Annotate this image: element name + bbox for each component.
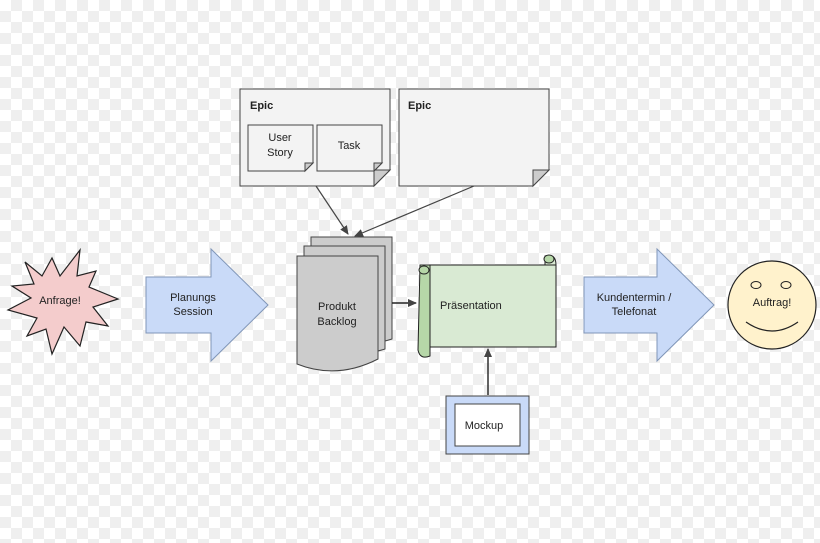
auftrag-label: Auftrag!: [753, 297, 792, 309]
epic-card-2: Epic: [398, 88, 551, 188]
kundentermin-label-line2: Telefonat: [612, 306, 657, 318]
anfrage-label: Anfrage!: [39, 295, 81, 307]
planungs-session-arrow: Planungs Session: [145, 247, 269, 363]
kundentermin-arrow: Kundentermin / Telefonat: [583, 247, 715, 363]
planungs-label-line2: Session: [173, 306, 212, 318]
anfrage-starburst: Anfrage!: [6, 247, 120, 356]
task-card: Task: [316, 124, 384, 173]
produkt-backlog-stack: Produkt Backlog: [296, 236, 393, 372]
arrow-epic2-to-backlog: [354, 185, 475, 237]
epic-1-title: Epic: [250, 100, 273, 112]
mockup-frame: Mockup: [445, 395, 530, 455]
kundentermin-label-line1: Kundentermin /: [597, 292, 673, 304]
epic-2-title: Epic: [408, 100, 431, 112]
produkt-label-line2: Backlog: [317, 316, 356, 328]
planungs-label-line1: Planungs: [170, 292, 216, 304]
auftrag-smiley: Auftrag!: [727, 260, 817, 350]
arrow-epic1-to-backlog: [315, 185, 349, 235]
task-label: Task: [338, 140, 361, 152]
produkt-label-line1: Produkt: [318, 301, 356, 313]
mockup-label: Mockup: [465, 420, 504, 432]
user-story-line1: User: [268, 132, 292, 144]
user-story-card: User Story: [247, 124, 315, 173]
praesentation-scroll: Präsentation: [417, 254, 557, 358]
user-story-line2: Story: [267, 147, 293, 159]
praesentation-label: Präsentation: [440, 300, 502, 312]
